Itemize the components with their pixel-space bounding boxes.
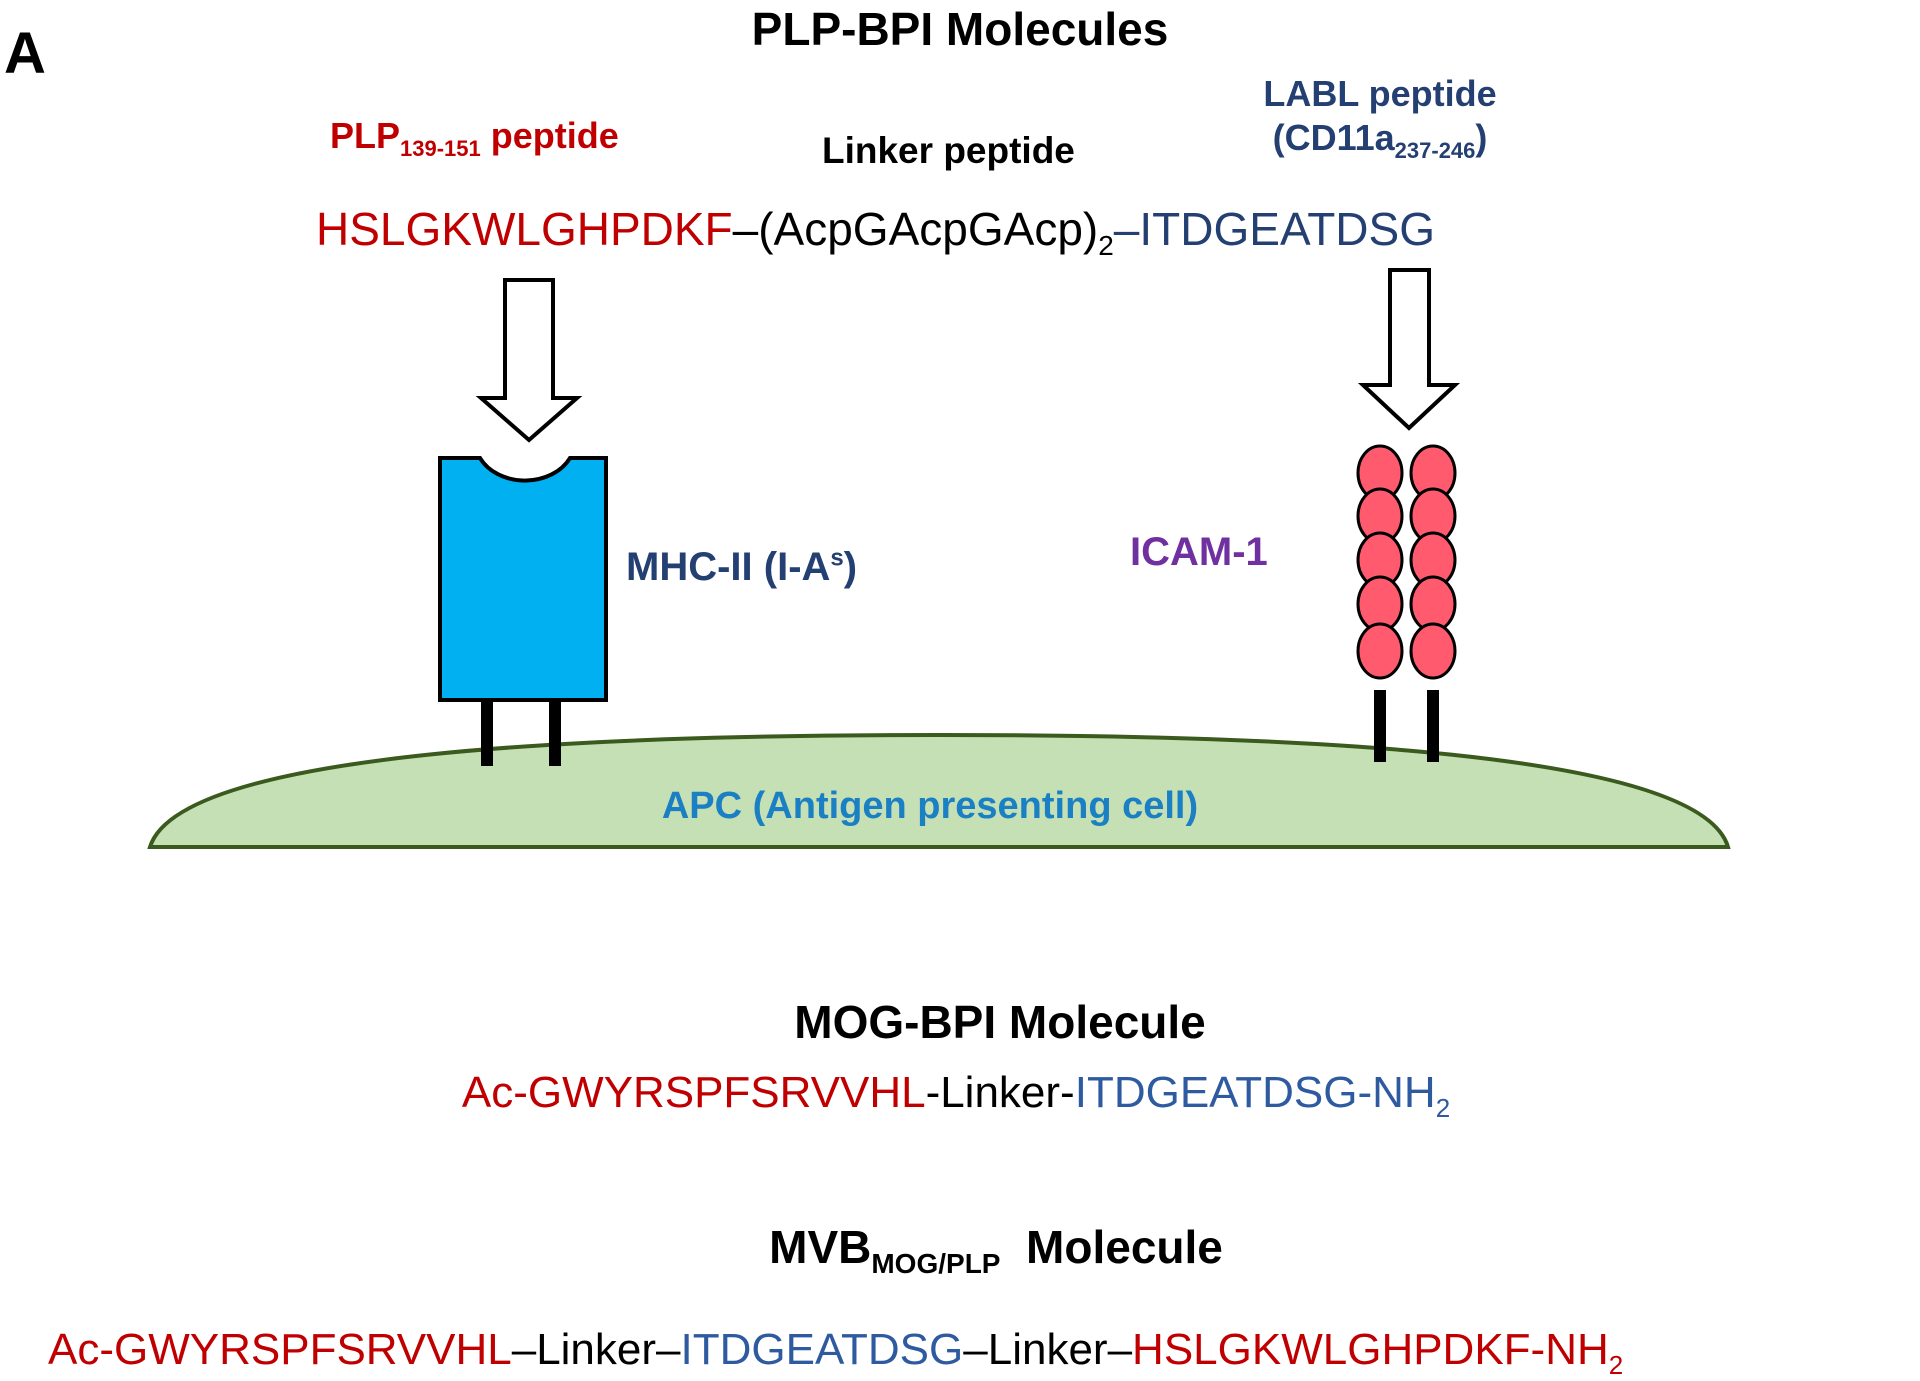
mvb-title: MVBMOG/PLP Molecule	[769, 1221, 1223, 1280]
plp-binding-arrow	[475, 278, 583, 443]
icam-1-domains-left	[1356, 444, 1404, 680]
mhc-ii-receptor-shape	[438, 456, 608, 702]
plp-bpi-sequence: HSLGKWLGHPDKF–(AcpGAcpGAcp)2–ITDGEATDSG	[316, 203, 1435, 262]
mhc-leg-left	[481, 688, 493, 766]
apc-cell-shape	[147, 732, 1731, 849]
icam-stalk-left	[1374, 690, 1386, 762]
icam-1-label: ICAM-1	[1130, 530, 1268, 574]
mvb-sequence: Ac-GWYRSPFSRVVHL–Linker–ITDGEATDSG–Linke…	[48, 1325, 1624, 1380]
mog-bpi-title: MOG-BPI Molecule	[794, 996, 1206, 1048]
labl-peptide-label: LABL peptide (CD11a237-246)	[1263, 73, 1497, 164]
labl-binding-arrow	[1357, 268, 1461, 431]
panel-label: A	[4, 21, 46, 86]
plp-peptide-label: PLP139-151 peptide	[330, 115, 619, 162]
apc-label: APC (Antigen presenting cell)	[661, 785, 1199, 827]
mog-bpi-sequence: Ac-GWYRSPFSRVVHL-Linker-ITDGEATDSG-NH2	[461, 1068, 1451, 1123]
icam-stalk-right	[1427, 690, 1439, 762]
linker-peptide-label: Linker peptide	[822, 130, 1075, 171]
mhc-ii-label: MHC-II (I-As)	[626, 544, 858, 589]
mhc-leg-right	[549, 688, 561, 766]
icam-1-domains-right	[1409, 444, 1457, 680]
diagram-title: PLP-BPI Molecules	[751, 3, 1169, 55]
